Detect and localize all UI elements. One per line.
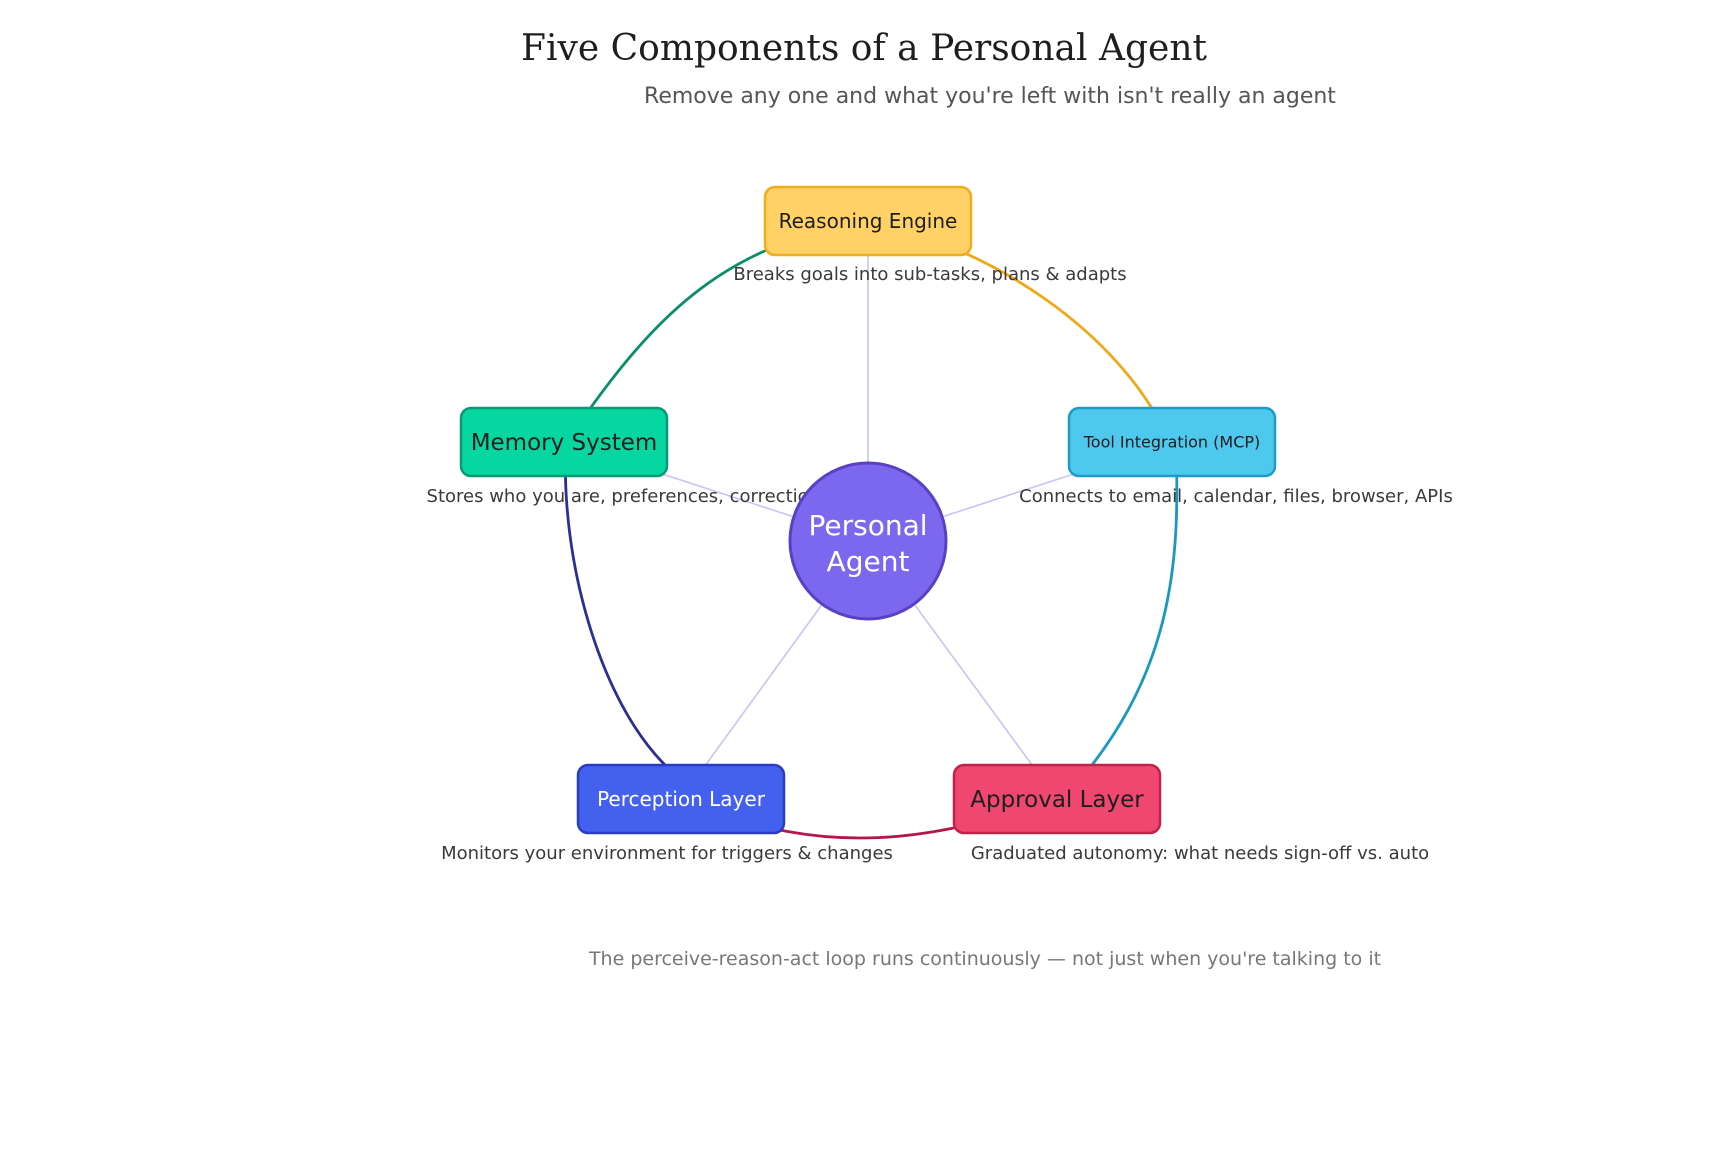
component-label: Approval Layer bbox=[970, 787, 1144, 813]
component-box bbox=[576, 763, 786, 835]
center-label-line1: Personal bbox=[808, 509, 927, 542]
component-node-approval-layer: Approval Layer bbox=[952, 763, 1162, 835]
component-description: Stores who you are, preferences, correct… bbox=[427, 486, 830, 507]
component-label: Tool Integration (MCP) bbox=[1083, 433, 1261, 452]
component-description: Breaks goals into sub-tasks, plans & ada… bbox=[733, 264, 1126, 285]
component-node-reasoning-engine: Reasoning Engine bbox=[763, 185, 973, 257]
component-label: Reasoning Engine bbox=[779, 209, 958, 233]
component-label: Perception Layer bbox=[597, 787, 766, 811]
diagram-subtitle: Remove any one and what you're left with… bbox=[644, 84, 1336, 109]
component-box bbox=[952, 763, 1162, 835]
center-circle bbox=[788, 461, 948, 621]
loop-arrow-3 bbox=[565, 444, 667, 767]
center-label-line2: Agent bbox=[827, 545, 910, 578]
component-description: Graduated autonomy: what needs sign-off … bbox=[971, 843, 1429, 864]
component-label: Memory System bbox=[471, 430, 658, 456]
component-box bbox=[763, 185, 973, 257]
component-node-tool-integration-mcp: Tool Integration (MCP) bbox=[1067, 406, 1277, 478]
component-node-perception-layer: Perception Layer bbox=[576, 763, 786, 835]
component-node-memory-system: Memory System bbox=[459, 406, 669, 478]
diagram-footer: The perceive-reason-act loop runs contin… bbox=[588, 948, 1382, 970]
component-description: Connects to email, calendar, files, brow… bbox=[1019, 486, 1453, 507]
component-box bbox=[459, 406, 669, 478]
component-description: Monitors your environment for triggers &… bbox=[441, 843, 893, 864]
loop-arrow-1 bbox=[1062, 443, 1179, 800]
diagram-title: Five Components of a Personal Agent bbox=[521, 28, 1207, 69]
component-box bbox=[1067, 406, 1277, 478]
